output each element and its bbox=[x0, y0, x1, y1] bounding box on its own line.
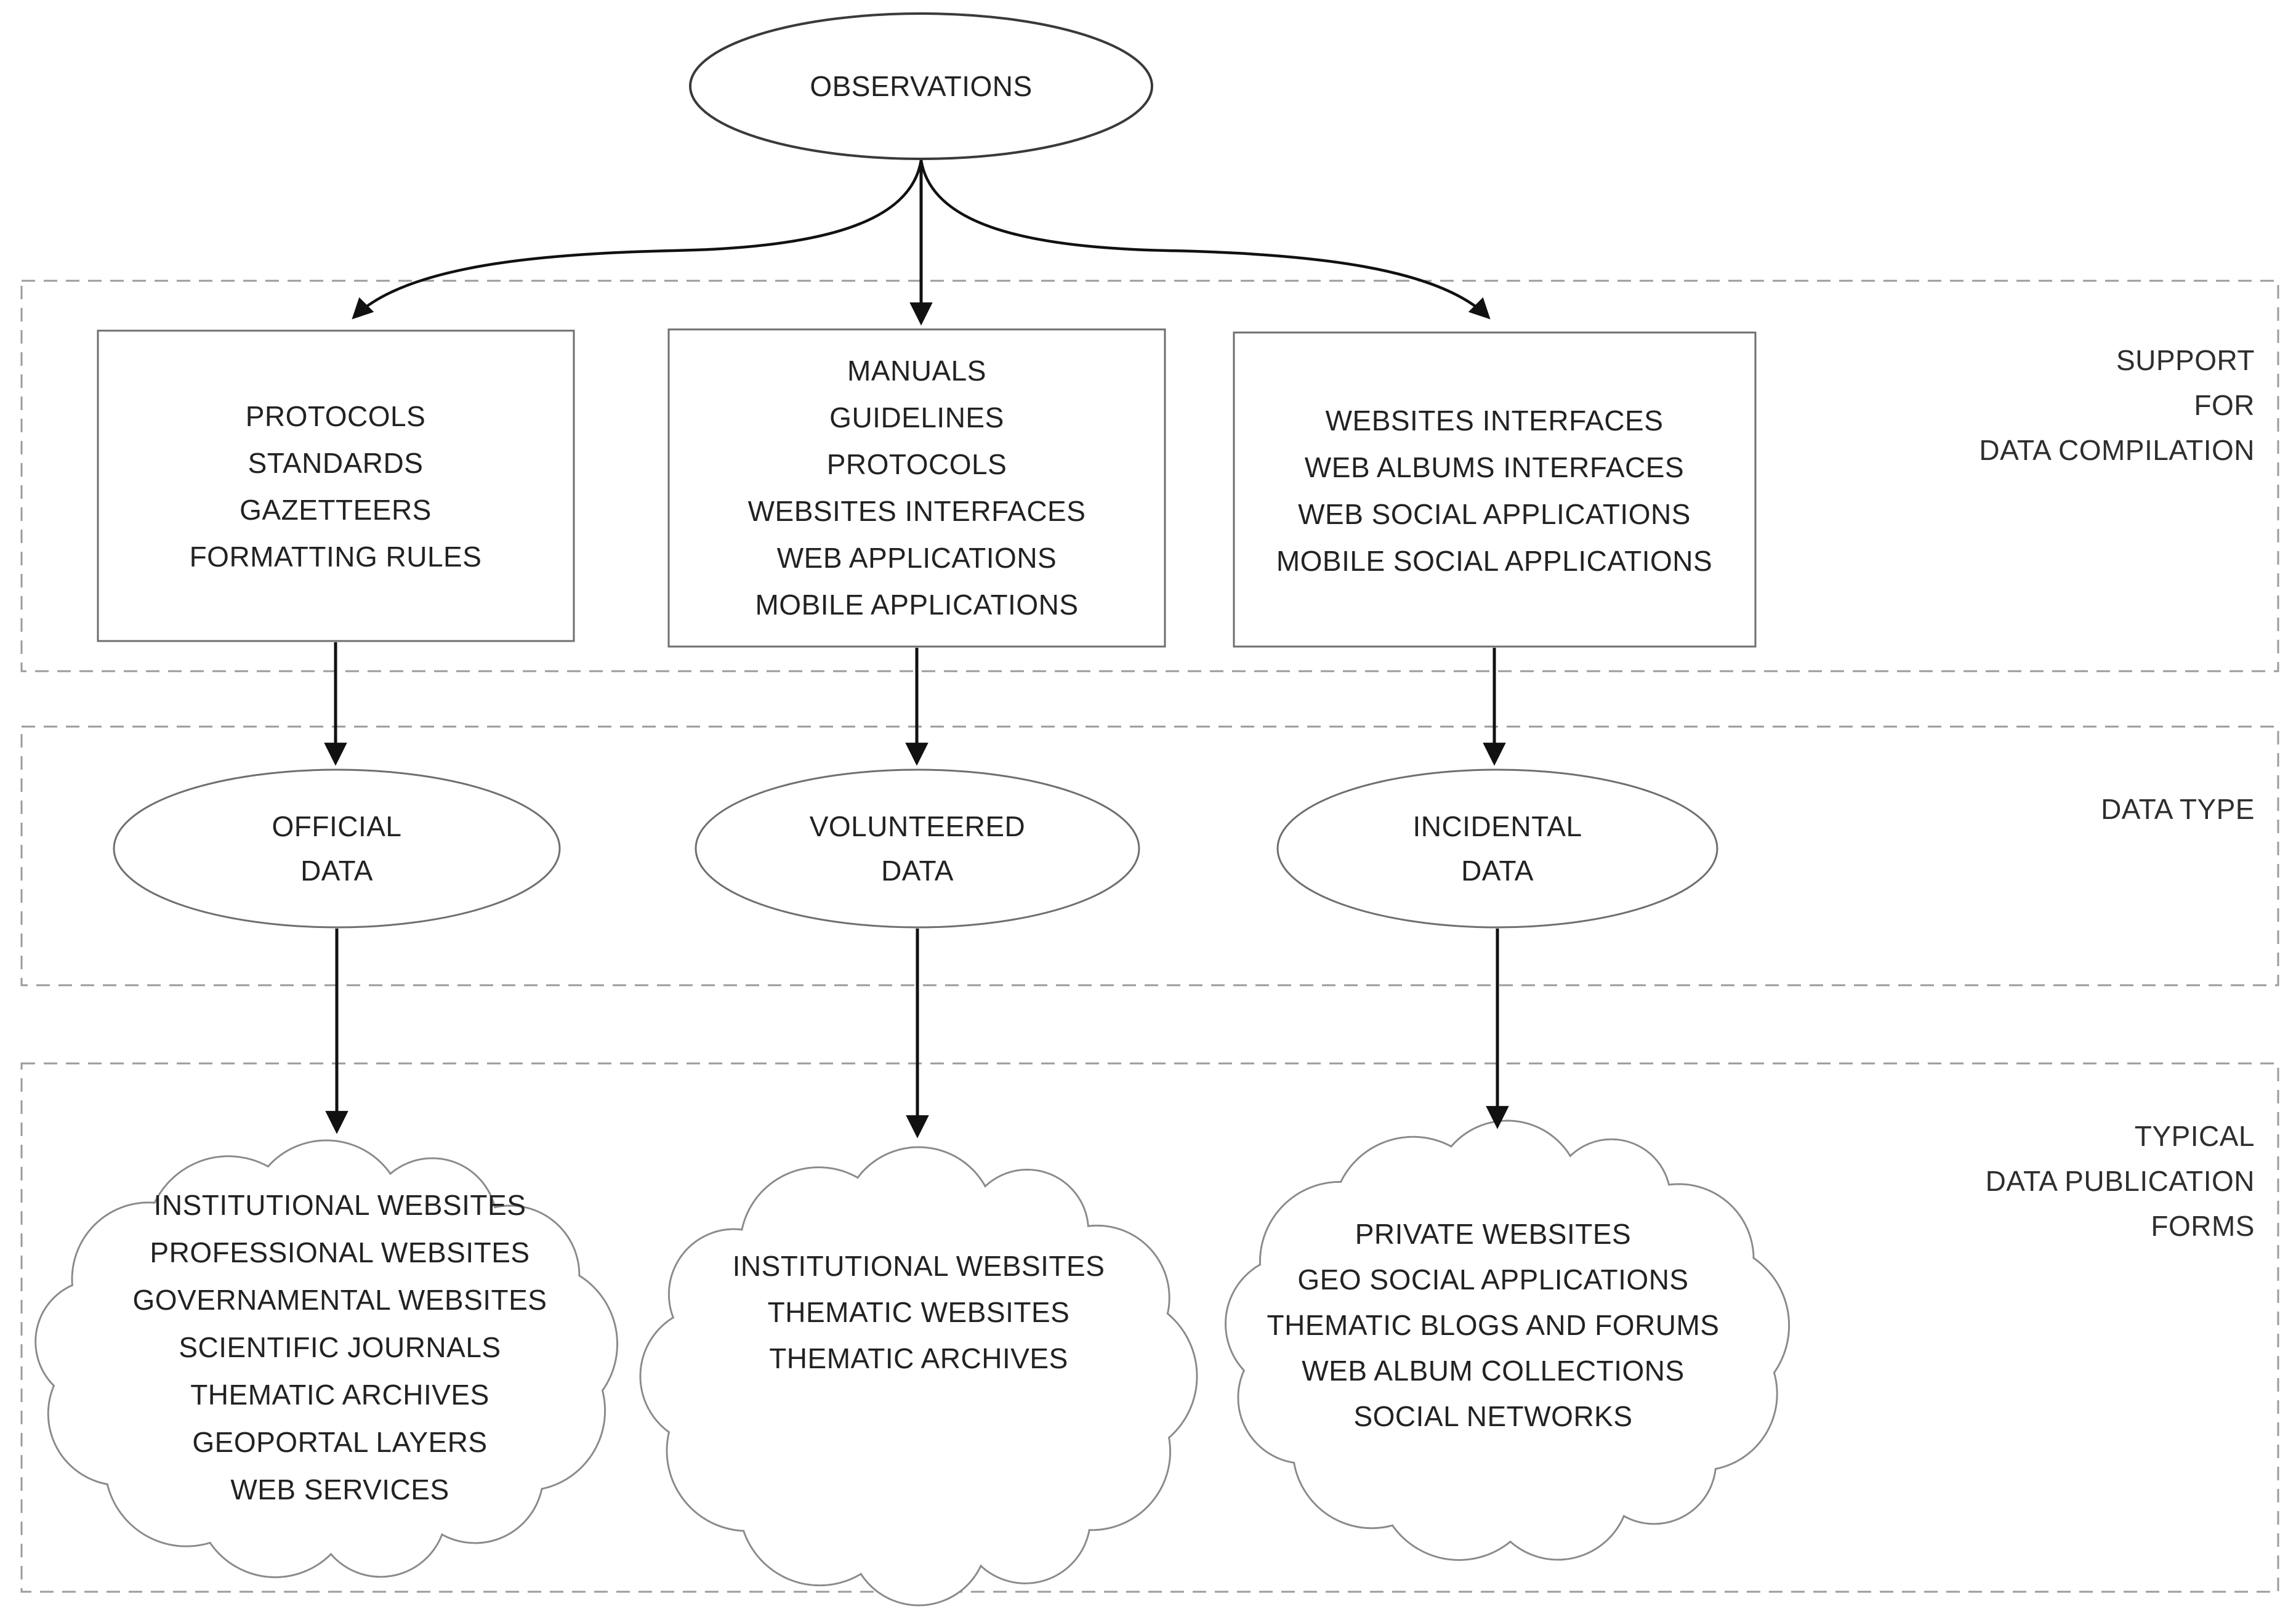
support-box-2-line-6: MOBILE APPLICATIONS bbox=[755, 589, 1078, 621]
support-box-2-line-2: GUIDELINES bbox=[829, 401, 1004, 434]
band-2-label-line-1: DATA TYPE bbox=[2101, 793, 2255, 825]
incidental-data-line-1: INCIDENTAL bbox=[1412, 810, 1582, 842]
official-data-line-2: DATA bbox=[300, 855, 373, 887]
volunteered-data-ellipse bbox=[695, 768, 1140, 929]
support-box-1-line-1: PROTOCOLS bbox=[246, 400, 426, 432]
cloud-3-line-5: SOCIAL NETWORKS bbox=[1353, 1400, 1632, 1432]
support-box-1-line-3: GAZETTEERS bbox=[240, 494, 432, 526]
official-data-line-1: OFFICIAL bbox=[272, 810, 401, 842]
band-support-for-data-compilation bbox=[20, 280, 2279, 672]
cloud-2-line-1: INSTITUTIONAL WEBSITES bbox=[733, 1250, 1105, 1282]
support-box-2-line-3: PROTOCOLS bbox=[827, 448, 1007, 480]
support-box-3-line-4: MOBILE SOCIAL APPLICATIONS bbox=[1276, 545, 1712, 577]
arrow-observations-to-box-3 bbox=[919, 159, 1491, 320]
cloud-incidental-publication-forms bbox=[1225, 1119, 1790, 1561]
observations-ellipse bbox=[689, 12, 1153, 160]
cloud-1-line-2: PROFESSIONAL WEBSITES bbox=[150, 1236, 530, 1268]
band-1-label-line-2: FOR bbox=[2194, 389, 2255, 421]
cloud-1-line-4: SCIENTIFIC JOURNALS bbox=[179, 1331, 501, 1363]
arrow-observations-to-box-1 bbox=[352, 159, 923, 320]
support-box-3 bbox=[1233, 331, 1757, 648]
cloud-volunteered-publication-forms bbox=[639, 1146, 1198, 1607]
cloud-1-line-7: WEB SERVICES bbox=[230, 1474, 449, 1506]
cloud-official-publication-forms bbox=[34, 1139, 618, 1578]
cloud-3-line-2: GEO SOCIAL APPLICATIONS bbox=[1297, 1264, 1688, 1296]
observations-label: OBSERVATIONS bbox=[810, 70, 1032, 102]
official-data-ellipse bbox=[113, 768, 561, 929]
cloud-3-line-1: PRIVATE WEBSITES bbox=[1355, 1218, 1631, 1250]
support-box-1-line-2: STANDARDS bbox=[248, 447, 424, 479]
support-box-3-line-2: WEB ALBUMS INTERFACES bbox=[1305, 451, 1684, 483]
cloud-1-line-6: GEOPORTAL LAYERS bbox=[192, 1426, 487, 1458]
cloud-3-line-4: WEB ALBUM COLLECTIONS bbox=[1302, 1355, 1684, 1387]
volunteered-data-line-2: DATA bbox=[881, 855, 954, 887]
band-1-label-line-1: SUPPORT bbox=[2116, 344, 2255, 376]
support-box-1 bbox=[97, 329, 575, 642]
cloud-2-line-2: THEMATIC WEBSITES bbox=[768, 1296, 1070, 1328]
band-3-label-line-2: DATA PUBLICATION bbox=[1986, 1165, 2255, 1197]
support-box-2-line-4: WEBSITES INTERFACES bbox=[748, 495, 1086, 527]
volunteered-data-line-1: VOLUNTEERED bbox=[810, 810, 1026, 842]
support-box-2 bbox=[667, 328, 1166, 648]
cloud-3-line-3: THEMATIC BLOGS AND FORUMS bbox=[1267, 1309, 1720, 1341]
incidental-data-ellipse bbox=[1276, 768, 1718, 929]
support-box-3-line-1: WEBSITES INTERFACES bbox=[1326, 405, 1664, 437]
support-box-2-line-1: MANUALS bbox=[847, 355, 986, 387]
cloud-1-line-1: INSTITUTIONAL WEBSITES bbox=[154, 1189, 526, 1221]
band-3-label-line-3: FORMS bbox=[2151, 1210, 2255, 1242]
cloud-2-line-3: THEMATIC ARCHIVES bbox=[769, 1342, 1068, 1374]
cloud-1-line-5: THEMATIC ARCHIVES bbox=[190, 1379, 489, 1411]
support-box-1-line-4: FORMATTING RULES bbox=[190, 541, 482, 573]
band-data-type bbox=[20, 725, 2279, 986]
band-1-label-line-3: DATA COMPILATION bbox=[1979, 434, 2255, 466]
band-typical-data-publication-forms bbox=[20, 1062, 2279, 1593]
cloud-1-line-3: GOVERNAMENTAL WEBSITES bbox=[133, 1284, 547, 1316]
support-box-2-line-5: WEB APPLICATIONS bbox=[777, 542, 1057, 574]
support-box-3-line-3: WEB SOCIAL APPLICATIONS bbox=[1298, 498, 1691, 530]
band-3-label-line-1: TYPICAL bbox=[2135, 1120, 2255, 1152]
incidental-data-line-2: DATA bbox=[1461, 855, 1534, 887]
